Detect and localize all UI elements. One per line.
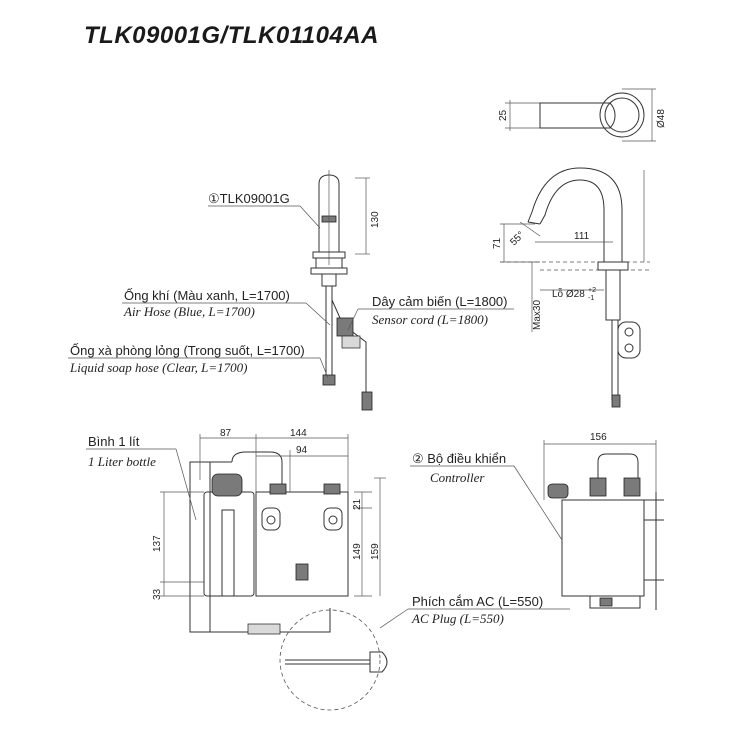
dim-top-gap: 21 [352,498,363,510]
label-soap-hose-vi: Ống xà phòng lỏng (Trong suốt, L=1700) [70,343,305,358]
dim-spout-height: 71 [492,237,503,249]
dim-top-diameter: Ø48 [656,109,667,128]
dim-hole-label: Lỗ Ø28 [552,287,585,300]
dim-faucet-height: 130 [370,211,381,228]
controller-side-view [543,440,664,610]
dim-bottle-height: 137 [152,535,163,552]
dim-inner-width: 94 [296,445,308,456]
label-soap-hose-en: Liquid soap hose (Clear, L=1700) [69,360,247,375]
dim-bottle-offset: 87 [220,428,232,439]
bottle-controller-front [160,434,388,711]
label-air-hose-vi: Ống khí (Màu xanh, L=1700) [124,288,290,303]
dim-bottle-base: 33 [152,588,163,600]
dim-unit-height-2: 159 [370,543,381,560]
label-bottle-en: 1 Liter bottle [88,454,156,469]
dim-unit-height-1: 149 [352,543,363,560]
label-sensor-cord-vi: Dây cảm biến (L=1800) [372,294,508,309]
label-ac-plug-en: AC Plug (L=550) [411,611,504,626]
page-title: TLK09001G/TLK01104AA [84,22,379,49]
dim-controller-width: 156 [590,432,607,443]
label-faucet-part: ①TLK09001G [208,191,290,206]
label-air-hose-en: Air Hose (Blue, L=1700) [123,304,255,319]
faucet-top-view [505,88,656,142]
label-controller-en: Controller [430,470,485,485]
dim-hole-tol: +2 [588,287,596,294]
faucet-side-view [500,167,650,408]
label-ac-plug-vi: Phích cắm AC (L=550) [412,594,543,609]
dim-max-thickness: Max30 [532,300,543,330]
label-controller-vi: ② Bộ điều khiển [412,451,506,466]
dim-hole-tol2: -1 [588,295,594,302]
dim-top-height: 25 [498,109,509,121]
dim-spout-angle: 55° [508,230,526,248]
dim-unit-width: 144 [290,428,307,439]
label-sensor-cord-en: Sensor cord (L=1800) [372,312,488,327]
faucet-front-view [310,170,373,411]
dim-spout-reach: 111 [574,231,590,242]
label-bottle-vi: Bình 1 lít [88,434,140,449]
